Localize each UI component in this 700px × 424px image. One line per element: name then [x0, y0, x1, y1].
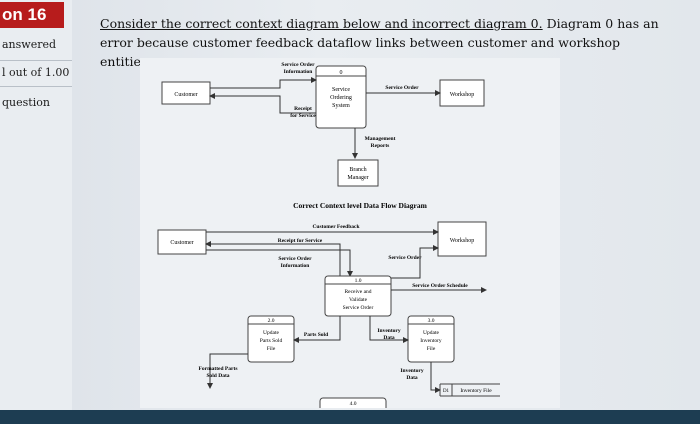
flow-label: Information: [284, 69, 313, 75]
process-label-line: Validate: [349, 297, 368, 303]
process-label-line: System: [332, 103, 350, 109]
flow-label: Receipt: [294, 106, 312, 112]
question-text: Consider the correct context diagram bel…: [100, 14, 660, 71]
process-id: 2.0: [268, 318, 275, 324]
datastore-label: Inventory File: [460, 388, 492, 394]
process-label-line: Service: [332, 87, 350, 93]
question-marks: l out of 1.00: [2, 66, 70, 79]
flow-label: Formatted Parts: [199, 366, 238, 372]
data-flow-diagrams: Customer 0 Service Ordering System Works…: [157, 62, 500, 413]
flag-question-link[interactable]: question: [2, 96, 50, 109]
flow-label: Management: [365, 136, 396, 142]
flow-label: Customer Feedback: [312, 224, 360, 230]
question-content: Consider the correct context diagram bel…: [72, 0, 700, 424]
process-label-line: Service Order: [343, 305, 374, 311]
flow-label: Data: [383, 335, 395, 341]
inventory-file-datastore: [439, 383, 500, 397]
process-id: 0: [340, 70, 343, 76]
divider: [0, 60, 72, 61]
branch-manager-label: Manager: [347, 175, 368, 181]
flow-label: Information: [281, 263, 310, 269]
process-id: 1.0: [355, 278, 362, 284]
customer-label: Customer: [174, 92, 197, 98]
divider: [0, 86, 72, 87]
flow-label: Service Order: [281, 62, 315, 68]
flow-label: Service Order: [388, 255, 422, 261]
process-id: 3.0: [428, 318, 435, 324]
question-status: answered: [2, 38, 57, 51]
customer-label: Customer: [170, 240, 193, 246]
flow-label: Sold Data: [206, 373, 229, 379]
flow-label: Service Order: [385, 85, 419, 91]
branch-manager-entity: [337, 159, 379, 187]
flow-label: Data: [406, 375, 418, 381]
workshop-label: Workshop: [450, 92, 475, 98]
process-label-line: Ordering: [330, 95, 352, 101]
flow-label: Reports: [371, 143, 390, 149]
process-label-line: File: [267, 346, 276, 352]
process-label-line: Parts Sold: [260, 338, 283, 344]
workshop-entity: [437, 221, 487, 257]
branch-manager-label: Branch: [349, 167, 366, 173]
process-label-line: Update: [423, 330, 439, 336]
question-navigation-sidebar: on 16 answered l out of 1.00 question: [0, 0, 73, 424]
process-label-line: Update: [263, 330, 279, 336]
diagram-image: Customer 0 Service Ordering System Works…: [140, 58, 560, 413]
flow-label: Receipt for Service: [278, 238, 323, 244]
flow-label: Inventory: [377, 328, 400, 334]
question-title: Consider the correct context diagram bel…: [100, 16, 543, 31]
question-body: Diagram 0 has an error because customer …: [100, 16, 659, 69]
receive-validate-process: [324, 275, 392, 317]
process-id: 4.0: [350, 401, 357, 407]
flow-label: Service Order: [278, 256, 312, 262]
process-label-line: Inventory: [420, 338, 442, 344]
process-label-line: File: [427, 346, 436, 352]
process-label-line: Receive and: [344, 289, 371, 295]
question-number-badge: on 16: [0, 2, 64, 28]
datastore-id: D1: [443, 389, 450, 394]
workshop-label: Workshop: [450, 238, 475, 244]
flow-label: for Service: [290, 113, 316, 119]
bottom-bar: [0, 410, 700, 424]
customer-entity: [157, 229, 207, 255]
service-ordering-process: [315, 65, 367, 129]
flow-label: Inventory: [400, 368, 423, 374]
diagram-title: Correct Context level Data Flow Diagram: [293, 201, 428, 210]
workshop-entity: [439, 79, 485, 107]
flow-label: Service Order Schedule: [412, 283, 468, 289]
flow-label: Parts Sold: [304, 332, 328, 338]
